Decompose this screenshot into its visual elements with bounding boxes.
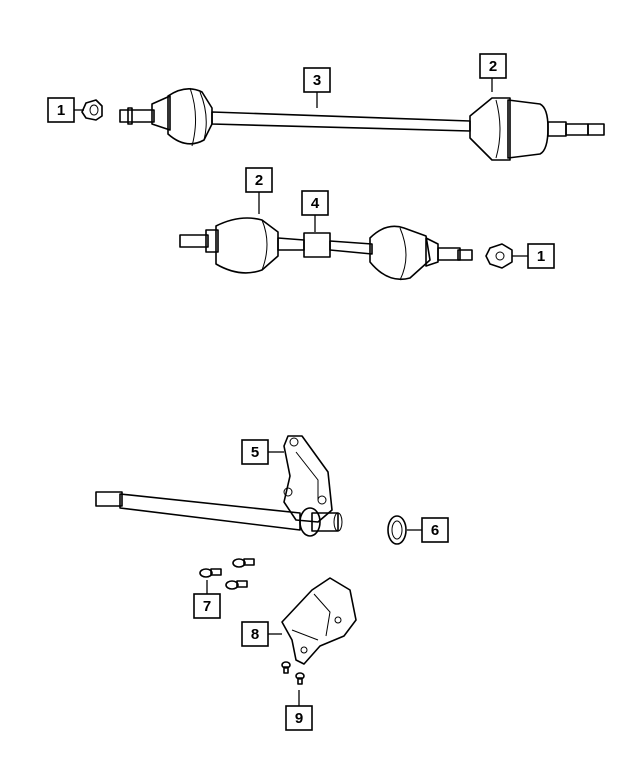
callout-3: 3 xyxy=(303,67,331,93)
axle-nut-middle xyxy=(485,243,513,269)
callout-6-label: 6 xyxy=(431,522,439,539)
right-half-shaft-assembly xyxy=(179,217,473,281)
bolts-group xyxy=(199,558,255,590)
callout-5: 5 xyxy=(241,439,269,465)
callout-2-top-label: 2 xyxy=(489,58,497,75)
bolt-b xyxy=(232,558,255,568)
callout-1-middle-label: 1 xyxy=(537,248,545,265)
seal-washer xyxy=(387,515,407,545)
screws-group xyxy=(281,661,305,685)
callout-2-middle: 2 xyxy=(245,167,273,193)
callout-5-label: 5 xyxy=(251,444,259,461)
callout-9-label: 9 xyxy=(295,710,303,727)
callout-7: 7 xyxy=(193,593,221,619)
callout-7-label: 7 xyxy=(203,598,211,615)
heat-shield xyxy=(281,577,357,665)
screw-a xyxy=(281,661,291,674)
callout-4-label: 4 xyxy=(311,195,320,212)
axle-nut-top xyxy=(81,99,103,121)
callout-8-label: 8 xyxy=(251,626,259,643)
callout-3-label: 3 xyxy=(313,72,321,89)
intermediate-shaft xyxy=(95,491,343,537)
callout-2-top: 2 xyxy=(479,53,507,79)
bolt-c xyxy=(225,580,248,590)
screw-b xyxy=(295,672,305,685)
callout-1-top-label: 1 xyxy=(57,102,65,119)
callout-1-middle: 1 xyxy=(527,243,555,269)
callout-6: 6 xyxy=(421,517,449,543)
callout-9: 9 xyxy=(285,705,313,731)
left-half-shaft-assembly xyxy=(119,87,605,161)
callout-1-top: 1 xyxy=(47,97,75,123)
callout-4: 4 xyxy=(301,190,329,216)
bearing-bracket xyxy=(283,435,333,523)
callout-8: 8 xyxy=(241,621,269,647)
bolt-a xyxy=(199,568,222,578)
callout-2-middle-label: 2 xyxy=(255,172,263,189)
